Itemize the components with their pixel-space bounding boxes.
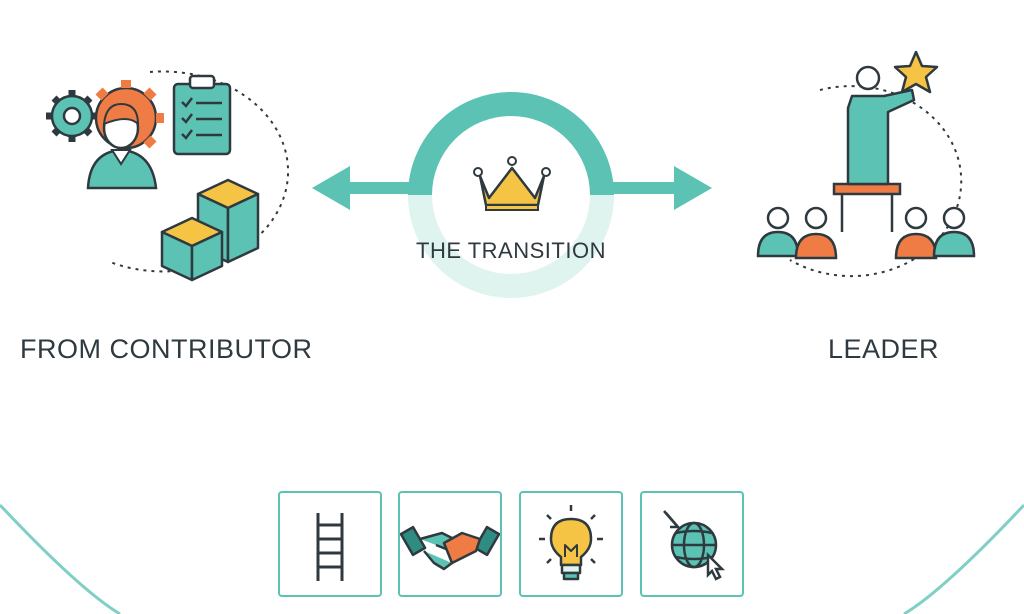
right-arrow — [598, 166, 712, 210]
leader-person-icon — [846, 65, 916, 186]
crown-icon — [473, 156, 551, 211]
ladder-tile[interactable] — [278, 491, 382, 597]
from-contributor-label: FROM CONTRIBUTOR — [20, 334, 313, 364]
idea-tile[interactable] — [519, 491, 623, 597]
ladder-icon — [316, 513, 344, 581]
transition-label: THE TRANSITION — [416, 238, 606, 263]
handshake-icon — [400, 525, 500, 571]
star-icon — [893, 50, 939, 94]
teal-gear-icon — [46, 90, 98, 142]
globe-cursor-icon — [663, 510, 726, 581]
handshake-tile[interactable] — [398, 491, 502, 597]
lightbulb-icon — [539, 505, 603, 581]
left-arrow — [312, 166, 425, 210]
globe-tile[interactable] — [640, 491, 744, 597]
leader-label: LEADER — [828, 334, 940, 364]
contributor-illustration — [46, 70, 290, 282]
podium-icon — [832, 182, 902, 232]
clipboard-icon — [172, 74, 232, 156]
contributor-person-icon — [86, 102, 158, 190]
leader-illustration — [756, 50, 976, 278]
building-blocks-icon — [160, 178, 260, 282]
background-arc — [0, 503, 1024, 614]
transition-ring — [408, 92, 614, 298]
audience-icon — [756, 206, 976, 260]
